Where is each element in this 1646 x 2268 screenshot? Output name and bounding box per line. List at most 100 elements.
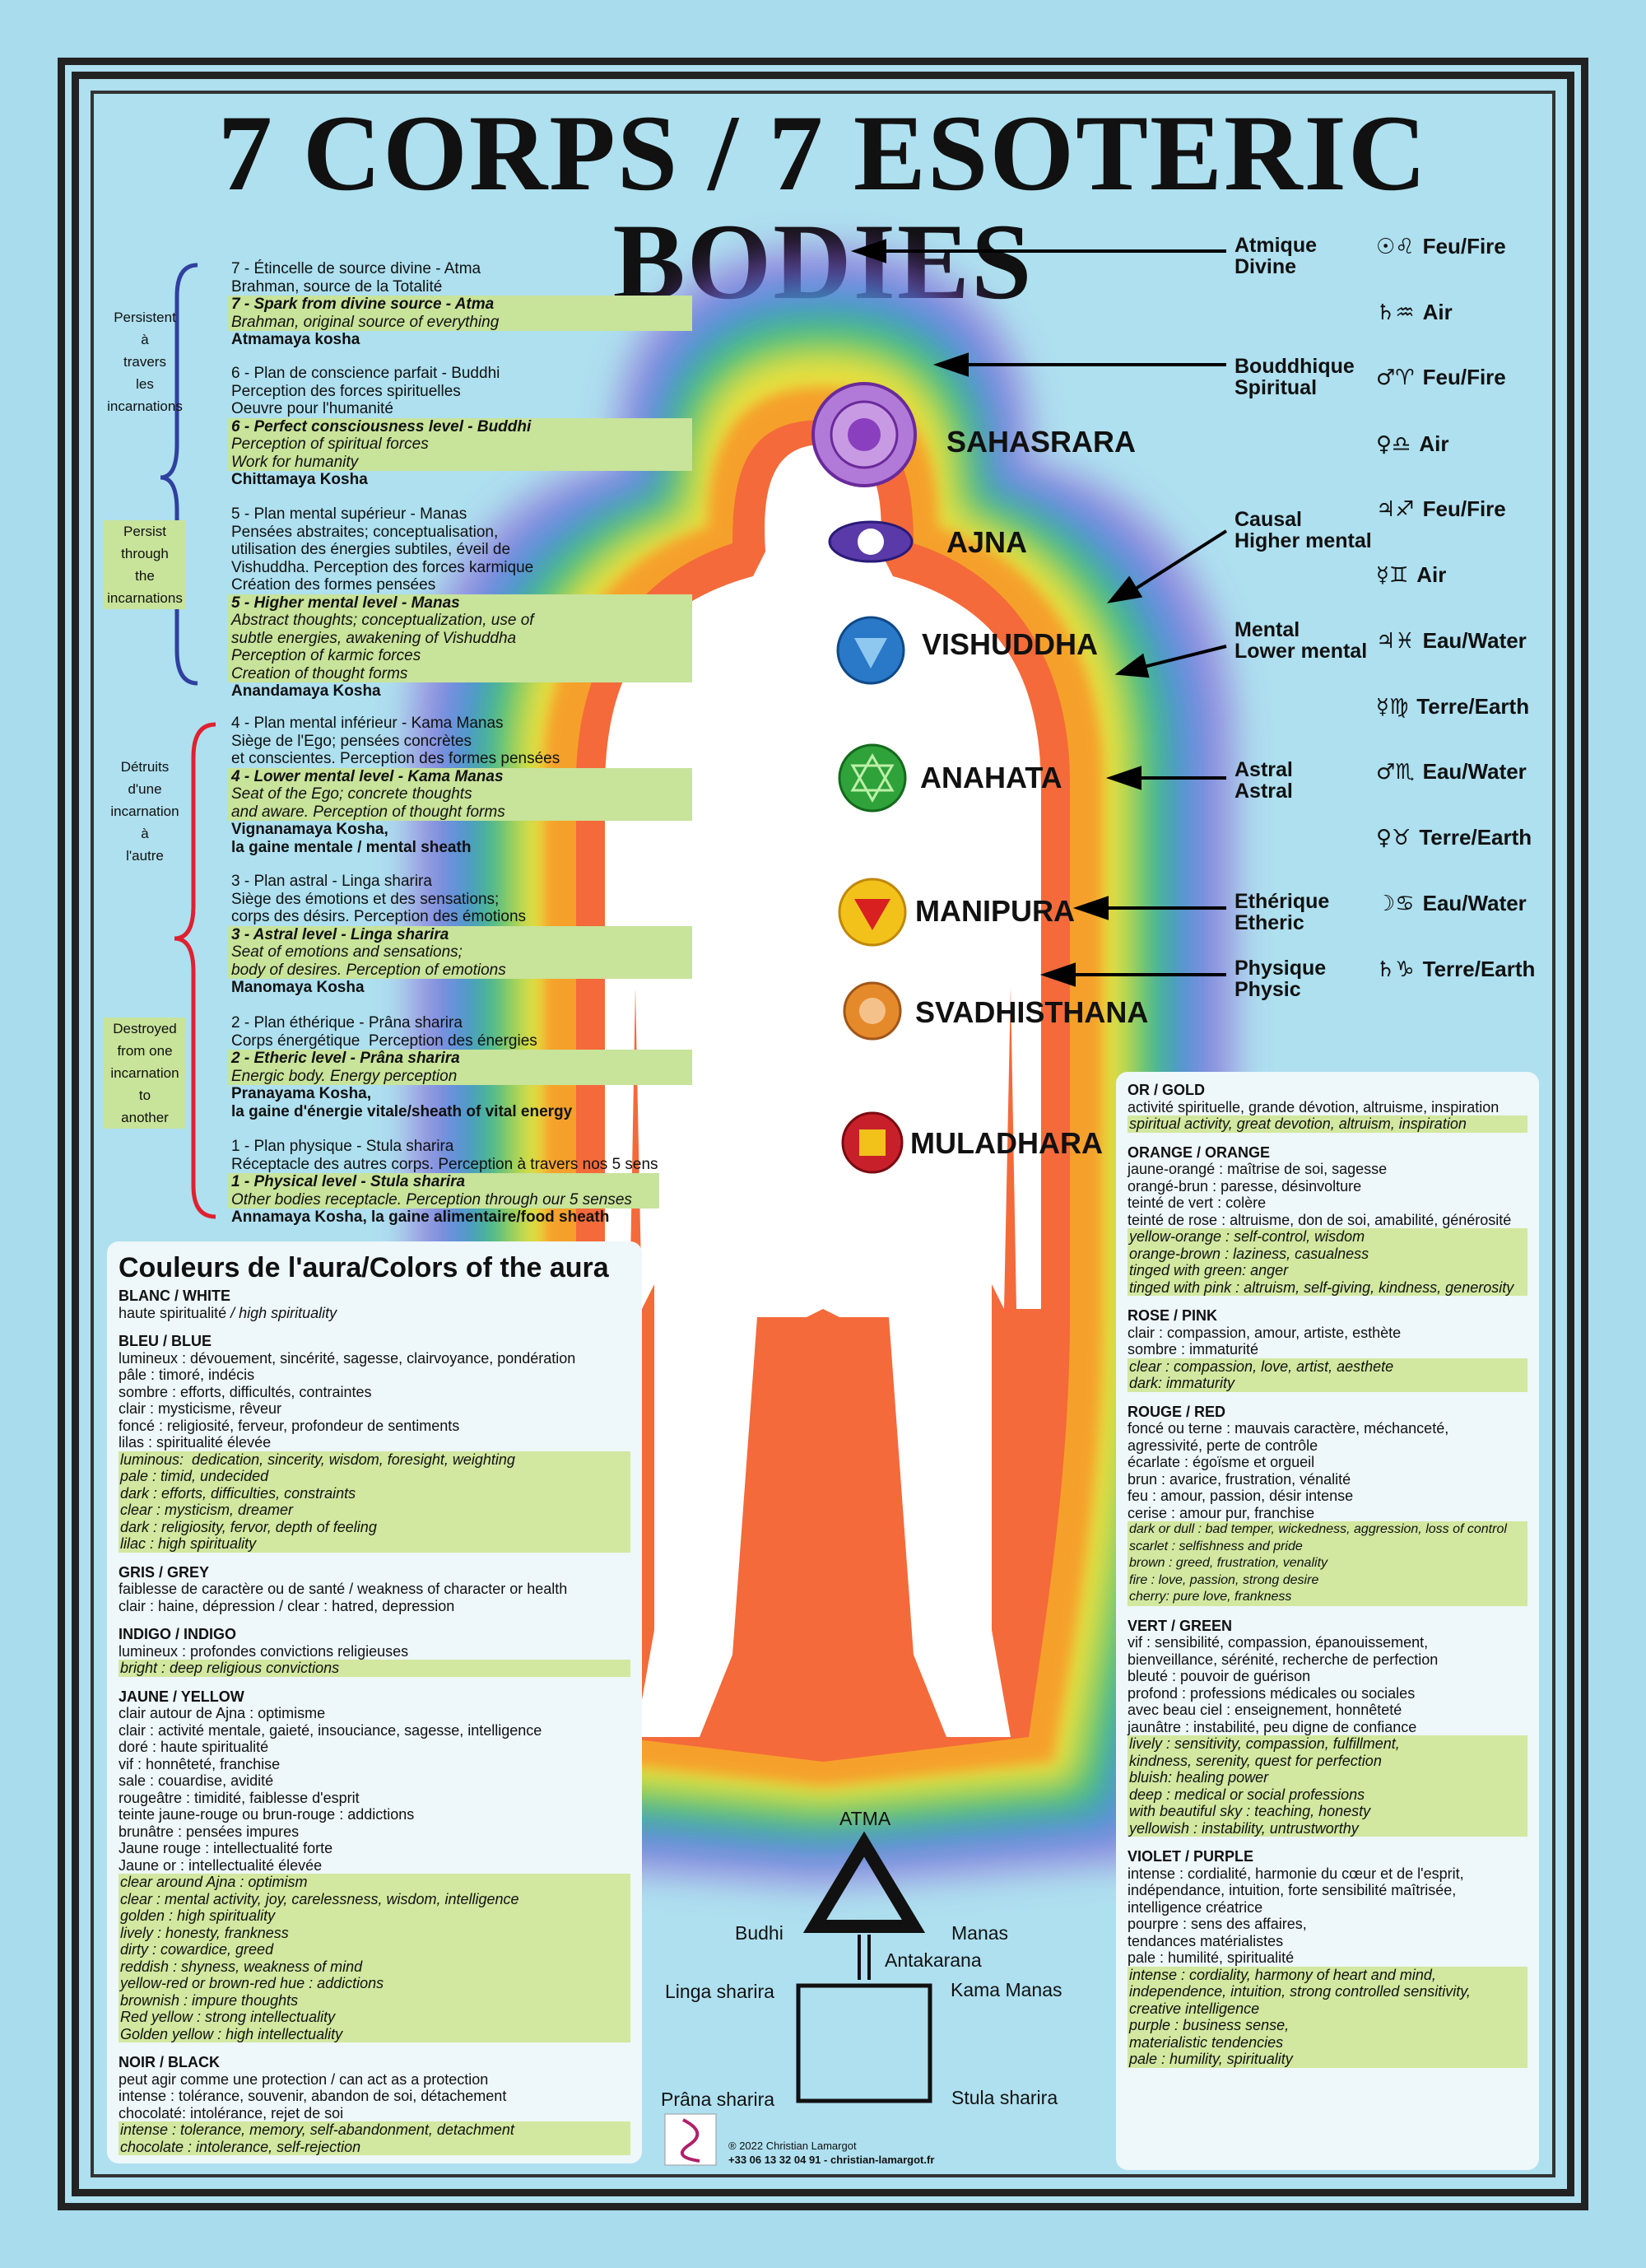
body-title-en: 6 - Perfect consciousness level - Buddhi <box>231 417 532 435</box>
body-desc-en: Perception of spiritual forces Work for … <box>231 435 429 471</box>
plane-label-text: Atmique Divine <box>1234 234 1317 279</box>
plane-label-text: Physique Physic <box>1234 957 1327 1002</box>
aura-fr: clair autour de Ajna : optimisme clair :… <box>119 1705 542 1874</box>
aura-fr: peut agir comme une protection / can act… <box>119 2070 507 2121</box>
body-title-fr: 1 - Plan physique - Stula sharira <box>231 1138 454 1155</box>
aura-en: clear around Ajna : optimism clear : men… <box>119 1874 630 2042</box>
footer: ® 2022 Christian Lamargot +33 06 13 32 0… <box>728 2139 934 2167</box>
body-7: 7 - Étincelle de source divine - Atma Br… <box>228 260 692 349</box>
element-label: Eau/Water <box>1422 891 1527 915</box>
body-title-en: 7 - Spark from divine source - Atma <box>231 296 495 313</box>
aura-section-gold: OR / GOLD activité spirituelle, grande d… <box>1128 1082 1527 1133</box>
plane-label-mental: Mental Lower mental <box>1234 619 1367 663</box>
diagram-label-prana: Prâna sharira <box>661 2089 775 2110</box>
diagram-label-atma: ATMA <box>839 1808 891 1829</box>
aura-fr: lumineux : profondes convictions religie… <box>119 1642 409 1660</box>
aura-section-purple: VIOLET / PURPLE intense : cordialité, ha… <box>1128 1848 1527 2068</box>
zodiac-icon: ♃♐ <box>1376 497 1415 522</box>
aura-section-blue: BLEU / BLUE lumineux : dévouement, sincé… <box>119 1333 630 1553</box>
zodiac-icon: ☿♊ <box>1376 563 1409 588</box>
plane-label-physic: Physique Physic <box>1234 957 1326 1001</box>
body-desc-en: Seat of the Ego; concrete thoughts and a… <box>231 785 505 821</box>
chakra-name-muladhara: MULADHARA <box>910 1126 1103 1160</box>
body-desc-fr: Réceptacle des autres corps. Perception … <box>231 1155 658 1173</box>
body-en: 6 - Perfect consciousness level - Buddhi… <box>228 417 692 471</box>
plane-label-text: Ethérique Etheric <box>1234 890 1330 935</box>
plane-label-causal: Causal Higher mental <box>1234 509 1372 552</box>
aura-en: dark or dull : bad temper, wickedness, a… <box>1128 1521 1527 1606</box>
aura-heading: ORANGE / ORANGE <box>1128 1143 1271 1161</box>
aura-fr: haute spiritualité <box>119 1304 227 1321</box>
chakra-name-manipura: MANIPURA <box>915 894 1075 928</box>
aura-heading: VIOLET / PURPLE <box>1128 1848 1254 1865</box>
planet-row: ☉♌Feu/Fire <box>1376 234 1506 259</box>
aura-fr: faiblesse de caractère ou de santé / wea… <box>119 1581 568 1614</box>
body-desc-fr: Perception des forces spirituelles Oeuvr… <box>231 382 461 418</box>
aura-en: luminous: dedication, sincerity, wisdom,… <box>119 1451 630 1553</box>
body-title-fr: 6 - Plan de conscience parfait - Buddhi <box>231 365 500 382</box>
planet-row: ♂♏Eau/Water <box>1376 759 1527 785</box>
body-5: 5 - Plan mental supérieur - Manas Pensée… <box>228 505 692 701</box>
aura-heading: INDIGO / INDIGO <box>119 1626 237 1642</box>
aura-fr: activité spirituelle, grande dévotion, a… <box>1128 1098 1500 1115</box>
body-title-fr: 4 - Plan mental inférieur - Kama Manas <box>231 715 504 732</box>
planet-row: ♂♈ Feu/Fire <box>1376 365 1506 390</box>
body-title-fr: 2 - Plan éthérique - Prâna sharira <box>231 1014 463 1032</box>
plane-label-buddhic: Bouddhique Spiritual <box>1234 356 1355 399</box>
element-label: Feu/Fire <box>1422 365 1506 389</box>
body-desc-en: Energic body. Energy perception <box>231 1067 458 1085</box>
zodiac-icon: ♂♈ <box>1376 366 1415 390</box>
planet-row: ☿♊Air <box>1376 562 1446 588</box>
aura-en: yellow-orange : self-control, wisdom ora… <box>1128 1228 1527 1296</box>
aura-fr: foncé ou terne : mauvais caractère, méch… <box>1128 1420 1449 1521</box>
element-label: Terre/Earth <box>1422 957 1536 981</box>
body-kosha: Anandamaya Kosha <box>231 682 381 700</box>
zodiac-icon: ♄♑ <box>1376 957 1415 982</box>
element-label: Air <box>1419 431 1449 456</box>
body-kosha: Vignanamaya Kosha, la gaine mentale / me… <box>231 821 472 856</box>
body-title-en: 3 - Astral level - Linga sharira <box>231 925 449 943</box>
body-desc-en: Brahman, original source of everything <box>231 313 500 331</box>
aura-en: clear : compassion, love, artist, aesthe… <box>1128 1358 1527 1392</box>
zodiac-icon: ☉♌ <box>1376 235 1415 259</box>
aura-fr: intense : cordialité, harmonie du cœur e… <box>1128 1865 1464 1967</box>
aura-section-yellow: JAUNE / YELLOW clair autour de Ajna : op… <box>119 1688 630 2042</box>
aura-section-grey: GRIS / GREY faiblesse de caractère ou de… <box>119 1564 630 1615</box>
aura-section-black: NOIR / BLACK peut agir comme une protect… <box>119 2054 630 2155</box>
copyright-text: ® 2022 Christian Lamargot <box>728 2140 857 2152</box>
element-label: Eau/Water <box>1422 628 1527 653</box>
zodiac-icon: ♂♏ <box>1376 760 1415 785</box>
body-title-en: 2 - Etheric level - Prâna sharira <box>231 1050 460 1067</box>
element-label: Terre/Earth <box>1419 825 1532 850</box>
aura-en: / high spirituality <box>230 1304 337 1321</box>
body-6: 6 - Plan de conscience parfait - Buddhi … <box>228 365 692 489</box>
aura-colors-right-panel: OR / GOLD activité spirituelle, grande d… <box>1116 1072 1539 2170</box>
body-kosha: Pranayama Kosha, la gaine d'énergie vita… <box>231 1085 573 1120</box>
aura-en: spiritual activity, great devotion, altr… <box>1128 1115 1527 1133</box>
aura-heading: VERT / GREEN <box>1128 1617 1233 1634</box>
planet-row: ♃♐Feu/Fire <box>1376 496 1506 522</box>
aura-panel-title: Couleurs de l'aura/Colors of the aura <box>119 1252 609 1283</box>
element-label: Terre/Earth <box>1416 694 1530 719</box>
zodiac-icon: ☿♍ <box>1376 695 1409 720</box>
diagram-label-budhi: Budhi <box>735 1922 783 1944</box>
body-desc-fr: Corps énergétique Perception des énergie… <box>231 1032 537 1050</box>
body-desc-fr: Siège des émotions et des sensations; co… <box>231 890 527 926</box>
plane-label-etheric: Ethérique Etheric <box>1234 891 1329 934</box>
plane-label-atmic: Atmique Divine <box>1234 235 1317 278</box>
body-kosha: Manomaya Kosha <box>231 979 365 996</box>
body-kosha: Chittamaya Kosha <box>231 471 368 488</box>
aura-heading: ROSE / PINK <box>1128 1307 1218 1324</box>
aura-heading: BLANC / WHITE <box>119 1288 230 1304</box>
brace-label-persistent-fr: Persistent à travers les incarnations <box>107 310 183 414</box>
body-title-en: 4 - Lower mental level - Kama Manas <box>231 767 504 785</box>
chakra-name-anahata: ANAHATA <box>920 761 1062 794</box>
diagram-label-stula: Stula sharira <box>951 2087 1058 2108</box>
zodiac-icon: ♀♉ <box>1376 826 1411 850</box>
body-desc-fr: Pensées abstraites; conceptualisation, u… <box>231 523 534 594</box>
body-1: 1 - Plan physique - Stula sharira Récept… <box>228 1138 659 1227</box>
body-title-fr: 3 - Plan astral - Linga sharira <box>231 873 432 890</box>
planet-row: ☽♋Eau/Water <box>1376 891 1527 916</box>
planet-row: ♀♎Air <box>1376 431 1448 457</box>
